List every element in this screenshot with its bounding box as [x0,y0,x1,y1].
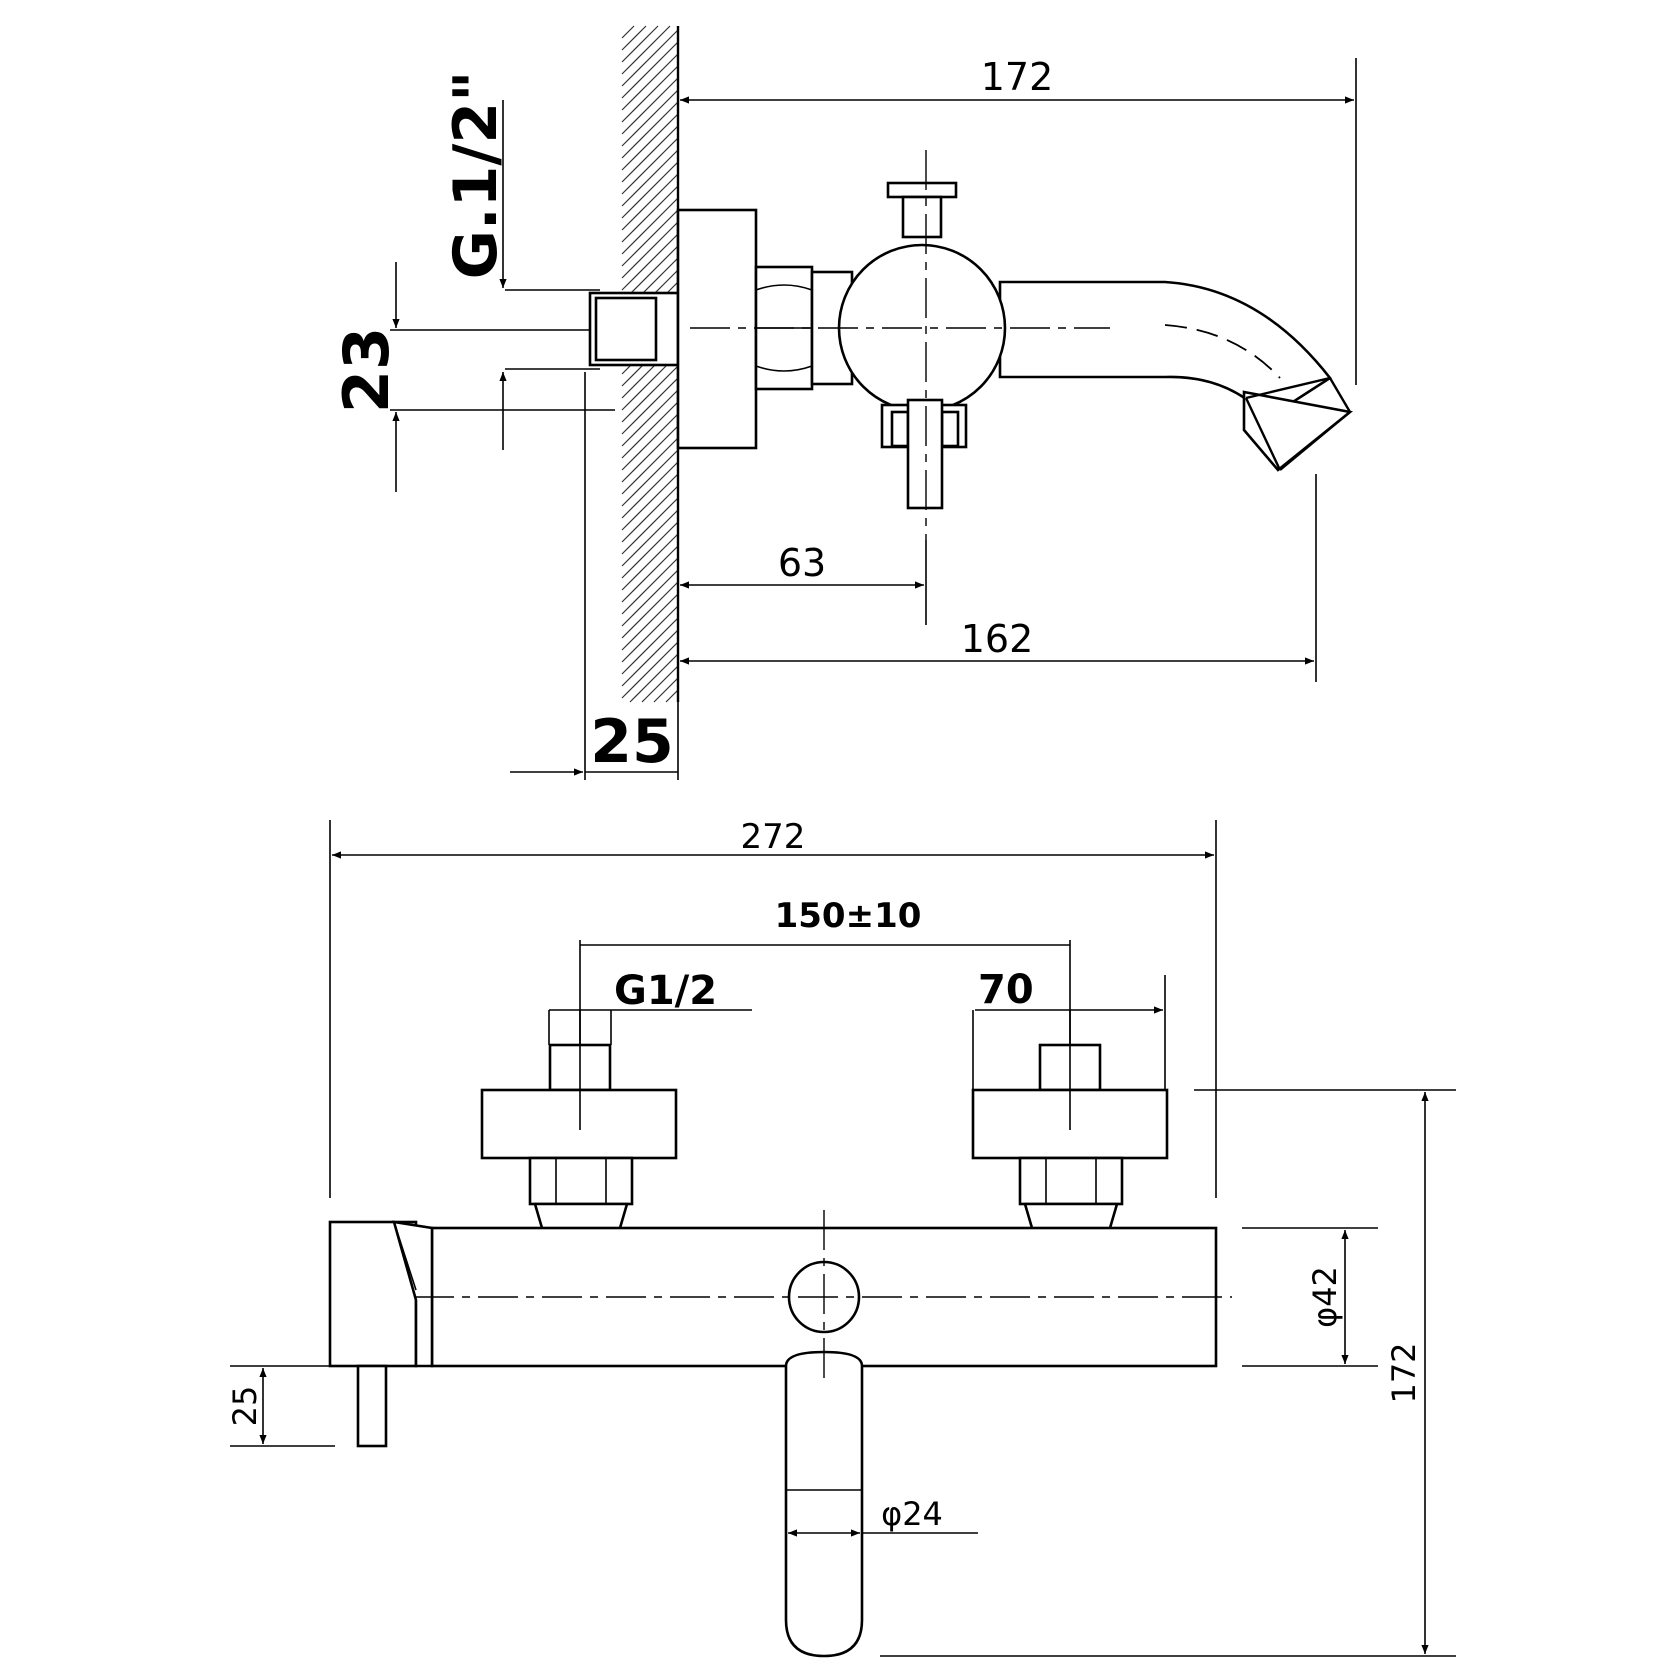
dim-phi42: φ42 [1242,1227,1378,1367]
hatch-line [621,629,679,687]
hatch-line [621,641,679,699]
dim-25-lever-label: 25 [226,1386,264,1427]
dim-172-front: 172 [880,1089,1456,1657]
front-view: 272 150±10 G1/2 70 [226,817,1456,1658]
hatch-line [665,689,679,703]
dim-272: 272 [329,817,1217,1198]
hatch-line [621,377,679,435]
thread-spec-label: G.1/2" [441,71,511,280]
hatch-line [621,29,679,87]
hatch-line [621,485,679,543]
hatch-line [621,221,679,279]
hatch-line [621,137,679,195]
inlet-right [971,1010,1169,1241]
dim-162-label: 162 [961,617,1034,661]
hatch-line [621,161,679,219]
hatch-line [621,533,679,591]
dim-25-lever: 25 [226,1365,335,1447]
dim-272-label: 272 [741,817,806,857]
dim-70-label: 70 [978,967,1034,1013]
hatch-line [621,209,679,267]
hatch-line [621,461,679,519]
hatch-line [621,593,679,651]
dim-70: 70 [972,967,1166,1090]
dim-172-top: 172 [680,55,1357,385]
hatch-line [621,113,679,171]
hatch-line [621,197,679,255]
hatch-line [621,545,679,603]
dim-63: 63 [680,541,924,589]
hatch-line [629,653,679,703]
dim-172-front-label: 172 [1385,1342,1423,1403]
dim-23-label: 23 [330,327,403,413]
hatch-line [621,185,679,243]
spout [998,280,1354,472]
dim-63-label: 63 [778,541,826,585]
hatch-line [621,605,679,663]
wall-flange [676,208,758,450]
hatch-line [621,389,679,447]
dim-162: 162 [680,474,1317,682]
hatch-line [621,25,647,51]
thread-spec-front: G1/2 [548,968,752,1045]
hatch-line [621,65,679,123]
dim-phi24-label: φ24 [881,1495,943,1533]
inlet-left [480,1010,678,1241]
hatch-line [621,53,679,111]
dim-150: 150±10 [579,896,1071,1130]
hatch-line [621,569,679,627]
hatch-line [621,89,679,147]
hatch-line [641,665,679,703]
hatch-line [621,149,679,207]
dim-phi42-label: φ42 [1306,1266,1344,1328]
hatch-line [621,509,679,567]
hatch-line [621,413,679,471]
thread-spec-side: G.1/2" [441,71,511,450]
hatch-line [621,401,679,459]
hatch-line [621,25,635,39]
hatch-line [653,677,679,703]
dim-25-label: 25 [590,707,674,777]
hatch-line [621,25,659,63]
lever-handle [880,398,968,510]
dim-23: 23 [330,262,615,492]
diverter-knob [886,181,958,239]
hatch-line [621,41,679,99]
front-spout: φ24 [784,1350,978,1658]
hatch-line [621,473,679,531]
hatch-line [621,449,679,507]
dim-172-label: 172 [981,55,1054,99]
hatch-line [621,233,679,291]
hatch-line [621,173,679,231]
hatch-line [621,581,679,639]
left-lever-end [328,1220,434,1448]
hatch-line [621,365,679,423]
dim-150-label: 150±10 [775,896,922,936]
hatch-line [621,437,679,495]
hatch-line [621,77,679,135]
hatch-line [621,557,679,615]
hatch-line [621,125,679,183]
hatch-line [621,617,679,675]
inlet-connector [505,289,680,370]
hatch-line [621,25,671,75]
hatch-line [621,497,679,555]
dim-25-wall: 25 [510,372,679,780]
hatch-line [621,521,679,579]
hatch-line [621,425,679,483]
hatch-line [621,101,679,159]
thread-front-label: G1/2 [614,968,717,1014]
side-view: 172 63 162 23 G.1/2" [330,25,1357,780]
